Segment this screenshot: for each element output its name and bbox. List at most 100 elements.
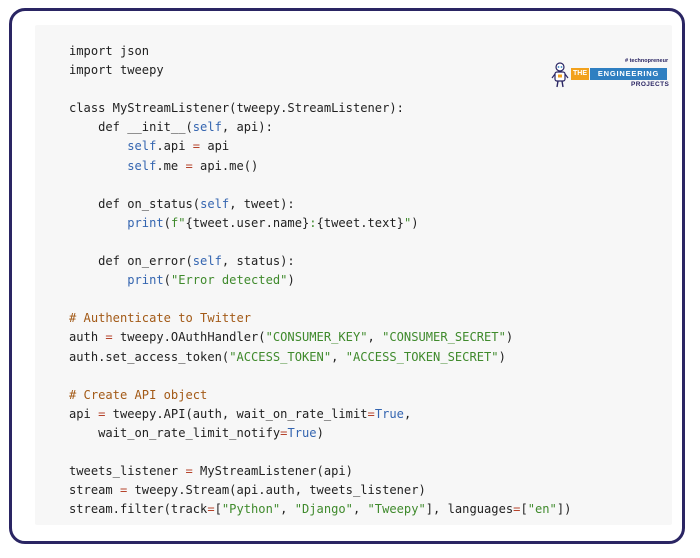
code-token: "	[403, 215, 412, 230]
code-token: .me	[156, 158, 186, 173]
code-line: class MyStreamListener(tweepy.StreamList…	[69, 99, 571, 118]
logo-engineering: ENGINEERING	[590, 68, 667, 80]
code-token: # Create API object	[69, 387, 208, 402]
code-token: "CONSUMER_KEY"	[265, 330, 368, 345]
code-token: "Python"	[221, 502, 281, 517]
code-token: :	[309, 215, 317, 230]
code-token: "en"	[527, 502, 557, 517]
code-token: ,	[403, 406, 412, 421]
code-token: auth.set_access_token(	[69, 349, 230, 364]
code-token: ,	[331, 349, 346, 364]
code-line: def on_error(self, status):	[69, 252, 571, 271]
code-token: =	[192, 139, 201, 154]
code-token: ,	[280, 502, 295, 517]
code-token	[69, 216, 127, 230]
code-token: import json	[69, 44, 150, 58]
code-line: # Create API object	[69, 386, 571, 405]
code-token	[69, 139, 127, 153]
code-token: "CONSUMER_SECRET"	[382, 330, 506, 345]
code-token: True	[374, 406, 404, 421]
code-token: "Tweepy"	[367, 502, 426, 517]
code-token: tweepy.Stream(api.auth, tweets_listener)	[127, 483, 426, 498]
code-token: =	[185, 158, 193, 173]
code-token: )	[316, 425, 324, 440]
logo-tagline: # technopreneur	[625, 58, 669, 64]
code-token: [	[520, 502, 528, 517]
code-line: # Authenticate to Twitter	[69, 309, 571, 328]
code-token: , status):	[221, 254, 295, 269]
code-token: tweepy.OAuthHandler(	[112, 330, 266, 345]
code-token: =	[513, 502, 521, 517]
code-token: stream.filter(track	[69, 502, 208, 517]
code-token: MyStreamListener(api)	[192, 464, 353, 479]
robot-icon	[551, 62, 569, 88]
code-token: )	[498, 349, 506, 364]
code-token: "ACCESS_TOKEN_SECRET"	[345, 349, 499, 364]
code-token: [	[214, 502, 222, 517]
code-token: .api	[156, 139, 193, 154]
code-token: self	[192, 254, 222, 269]
code-line	[69, 80, 571, 99]
code-token: self	[127, 158, 157, 173]
code-line: import json	[69, 42, 571, 61]
code-token: self	[200, 196, 230, 211]
code-token: stream	[69, 483, 120, 498]
code-token: ,	[367, 330, 383, 345]
code-token: )	[411, 215, 419, 230]
code-token: {tweet.text}	[316, 215, 404, 230]
code-token: {tweet.user.name}	[185, 215, 310, 230]
code-token: api.me()	[192, 158, 259, 173]
code-token: =	[105, 330, 113, 345]
code-line	[69, 233, 571, 252]
code-token: api	[69, 406, 99, 421]
engineering-projects-logo: # technopreneur THE ENGINEERING PROJECTS	[551, 58, 670, 92]
code-token: def __init__(	[69, 120, 193, 135]
logo-projects: PROJECTS	[631, 81, 670, 88]
code-token: # Authenticate to Twitter	[69, 311, 252, 326]
code-token: , api):	[221, 120, 273, 135]
code-token: )	[505, 330, 514, 345]
code-token: print	[127, 273, 164, 288]
code-line: stream.filter(track=["Python", "Django",…	[69, 500, 571, 519]
code-token	[69, 159, 127, 173]
code-token: tweepy.API(auth, wait_on_rate_limit	[105, 406, 368, 421]
code-line: self.me = api.me()	[69, 157, 571, 176]
code-token: ,	[352, 502, 368, 517]
code-line: def __init__(self, api):	[69, 118, 571, 137]
code-token	[69, 273, 127, 287]
code-token: def on_status(	[69, 196, 201, 211]
code-token: =	[207, 502, 215, 517]
code-token: (	[163, 273, 171, 288]
code-line: auth = tweepy.OAuthHandler("CONSUMER_KEY…	[69, 328, 571, 347]
code-token: (	[163, 215, 171, 230]
code-line: print(f"{tweet.user.name}:{tweet.text}")	[69, 214, 571, 233]
code-token: "Django"	[294, 502, 353, 517]
code-token: tweets_listener	[69, 464, 186, 479]
code-token: =	[280, 425, 288, 440]
code-line: stream = tweepy.Stream(api.auth, tweets_…	[69, 481, 571, 500]
code-token: self	[192, 120, 222, 135]
logo-the: THE	[571, 68, 589, 80]
code-line: print("Error detected")	[69, 271, 571, 290]
code-token: =	[367, 406, 375, 421]
code-token: ], languages	[425, 502, 514, 517]
code-token: =	[185, 464, 193, 479]
code-line	[69, 443, 571, 462]
code-token: self	[127, 139, 157, 154]
code-token: api	[200, 139, 230, 154]
code-token: def on_error(	[69, 254, 193, 269]
code-line	[69, 176, 571, 195]
code-line: auth.set_access_token("ACCESS_TOKEN", "A…	[69, 348, 571, 367]
code-token: "ACCESS_TOKEN"	[229, 349, 332, 364]
code-token: =	[119, 483, 128, 498]
code-line	[69, 367, 571, 386]
code-token: )	[287, 273, 295, 288]
code-line: api = tweepy.API(auth, wait_on_rate_limi…	[69, 405, 571, 424]
code-token: ])	[556, 502, 572, 517]
code-line: tweets_listener = MyStreamListener(api)	[69, 462, 571, 481]
code-line	[69, 290, 571, 309]
code-token: auth	[69, 330, 106, 345]
code-token: print	[127, 215, 164, 230]
